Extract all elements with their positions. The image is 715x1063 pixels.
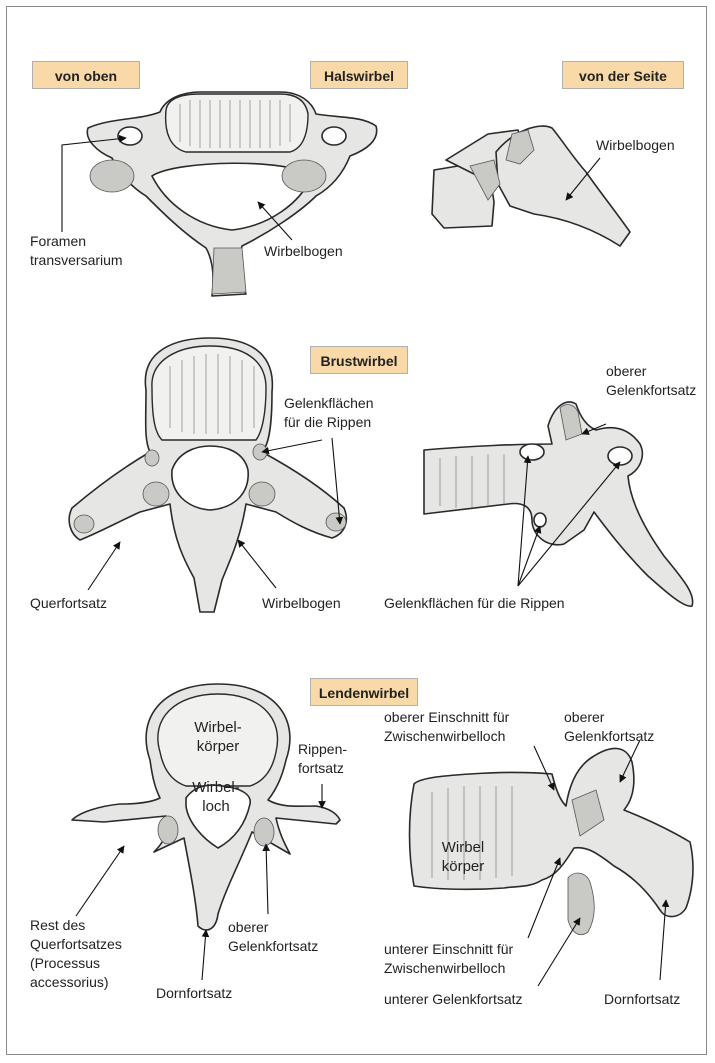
label-lumbar-vertebral-body-top: Wirbel- körper bbox=[178, 718, 258, 756]
label-thoracic-rib-facets-side: Gelenkflächen für die Rippen bbox=[384, 594, 565, 613]
label-cervical-vertebral-arch-top: Wirbelbogen bbox=[264, 242, 343, 261]
thoracic-side-view bbox=[424, 402, 693, 606]
lumbar-title-tag: Lendenwirbel bbox=[310, 678, 418, 706]
label-cervical-foramen-transversarium: Foramen transversarium bbox=[30, 232, 123, 270]
label-lumbar-inferior-articular: unterer Gelenkfortsatz bbox=[384, 990, 523, 1009]
label-thoracic-superior-articular: oberer Gelenkfortsatz bbox=[606, 362, 696, 400]
label-lumbar-spinous-process-side: Dornfortsatz bbox=[604, 990, 680, 1009]
cervical-title-tag: Halswirbel bbox=[310, 61, 408, 89]
label-lumbar-superior-articular-side: oberer Gelenkfortsatz bbox=[564, 708, 654, 746]
view-from-side-tag: von der Seite bbox=[562, 61, 684, 89]
label-thoracic-rib-facets-top: Gelenkflächen für die Rippen bbox=[284, 394, 374, 432]
label-lumbar-accessory-process: Rest des Querfortsatzes (Processus acces… bbox=[30, 916, 122, 992]
label-thoracic-vertebral-arch: Wirbelbogen bbox=[262, 594, 341, 613]
thoracic-top-view bbox=[69, 338, 346, 612]
leader-lines bbox=[62, 138, 666, 986]
label-cervical-vertebral-arch-side: Wirbelbogen bbox=[596, 136, 675, 155]
label-lumbar-spinous-process-top: Dornfortsatz bbox=[156, 984, 232, 1003]
label-lumbar-inferior-notch: unterer Einschnitt für Zwischenwirbelloc… bbox=[384, 940, 513, 978]
label-lumbar-superior-articular-top: oberer Gelenkfortsatz bbox=[228, 918, 318, 956]
cervical-top-view bbox=[87, 92, 376, 296]
label-lumbar-vertebral-foramen-top: Wirbel- loch bbox=[176, 778, 256, 816]
thoracic-title-tag: Brustwirbel bbox=[310, 346, 408, 374]
label-lumbar-costal-process: Rippen- fortsatz bbox=[298, 740, 347, 778]
label-lumbar-vertebral-body-side: Wirbel körper bbox=[420, 838, 506, 876]
label-lumbar-superior-notch: oberer Einschnitt für Zwischenwirbelloch bbox=[384, 708, 509, 746]
view-from-above-tag: von oben bbox=[32, 61, 140, 89]
label-thoracic-transverse-process: Querfortsatz bbox=[30, 594, 107, 613]
